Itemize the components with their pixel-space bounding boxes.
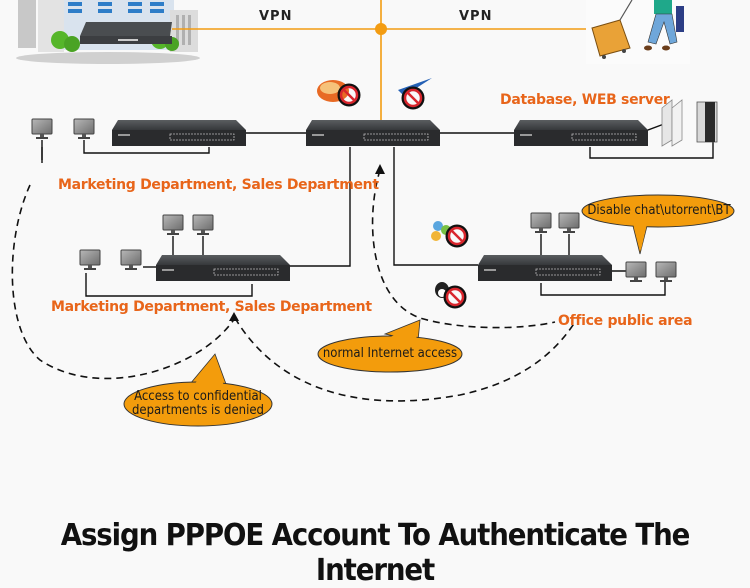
callout-normal-access xyxy=(317,319,463,373)
office-switch xyxy=(477,254,613,282)
callout-disable-apps xyxy=(581,194,735,255)
vpn-link-label-left: VPN xyxy=(259,9,293,24)
dept-switch-bottom xyxy=(155,254,291,282)
marketing-sales-top-label: Marketing Department, Sales Department xyxy=(58,177,379,193)
caption-title: Assign PPPOE Account To Authenticate The… xyxy=(60,518,691,588)
dept-switch-top xyxy=(111,119,247,147)
callout-disable-apps-text: Disable chat\utorrent\BT xyxy=(587,203,731,218)
server-rack-icon xyxy=(661,99,718,147)
vpn-link-label-right: VPN xyxy=(459,9,493,24)
lan-links xyxy=(41,123,714,297)
server-switch xyxy=(513,119,649,147)
network-diagram xyxy=(11,0,735,427)
callout-access-denied-line1: Access to confidential xyxy=(134,389,262,404)
callout-normal-access-text: normal Internet access xyxy=(322,346,458,361)
arrowheads xyxy=(229,164,385,321)
core-switch xyxy=(305,119,441,147)
remote-traveler-icon xyxy=(586,0,690,64)
vpn-links xyxy=(172,0,592,120)
database-web-server-label: Database, WEB server xyxy=(500,92,670,108)
flash-blocked-icon xyxy=(317,80,361,107)
msn-chat-blocked-icon xyxy=(431,221,469,248)
office-public-area-label: Office public area xyxy=(558,313,693,329)
marketing-sales-bottom-label: Marketing Department, Sales Department xyxy=(51,299,372,315)
callout-access-denied xyxy=(123,353,273,427)
headquarters-building-icon xyxy=(16,0,200,64)
thunder-download-blocked-icon xyxy=(398,78,432,110)
access-path-arrows xyxy=(11,169,576,402)
callout-access-denied-line2: departments is denied xyxy=(132,403,264,418)
qq-chat-blocked-icon xyxy=(435,282,467,309)
